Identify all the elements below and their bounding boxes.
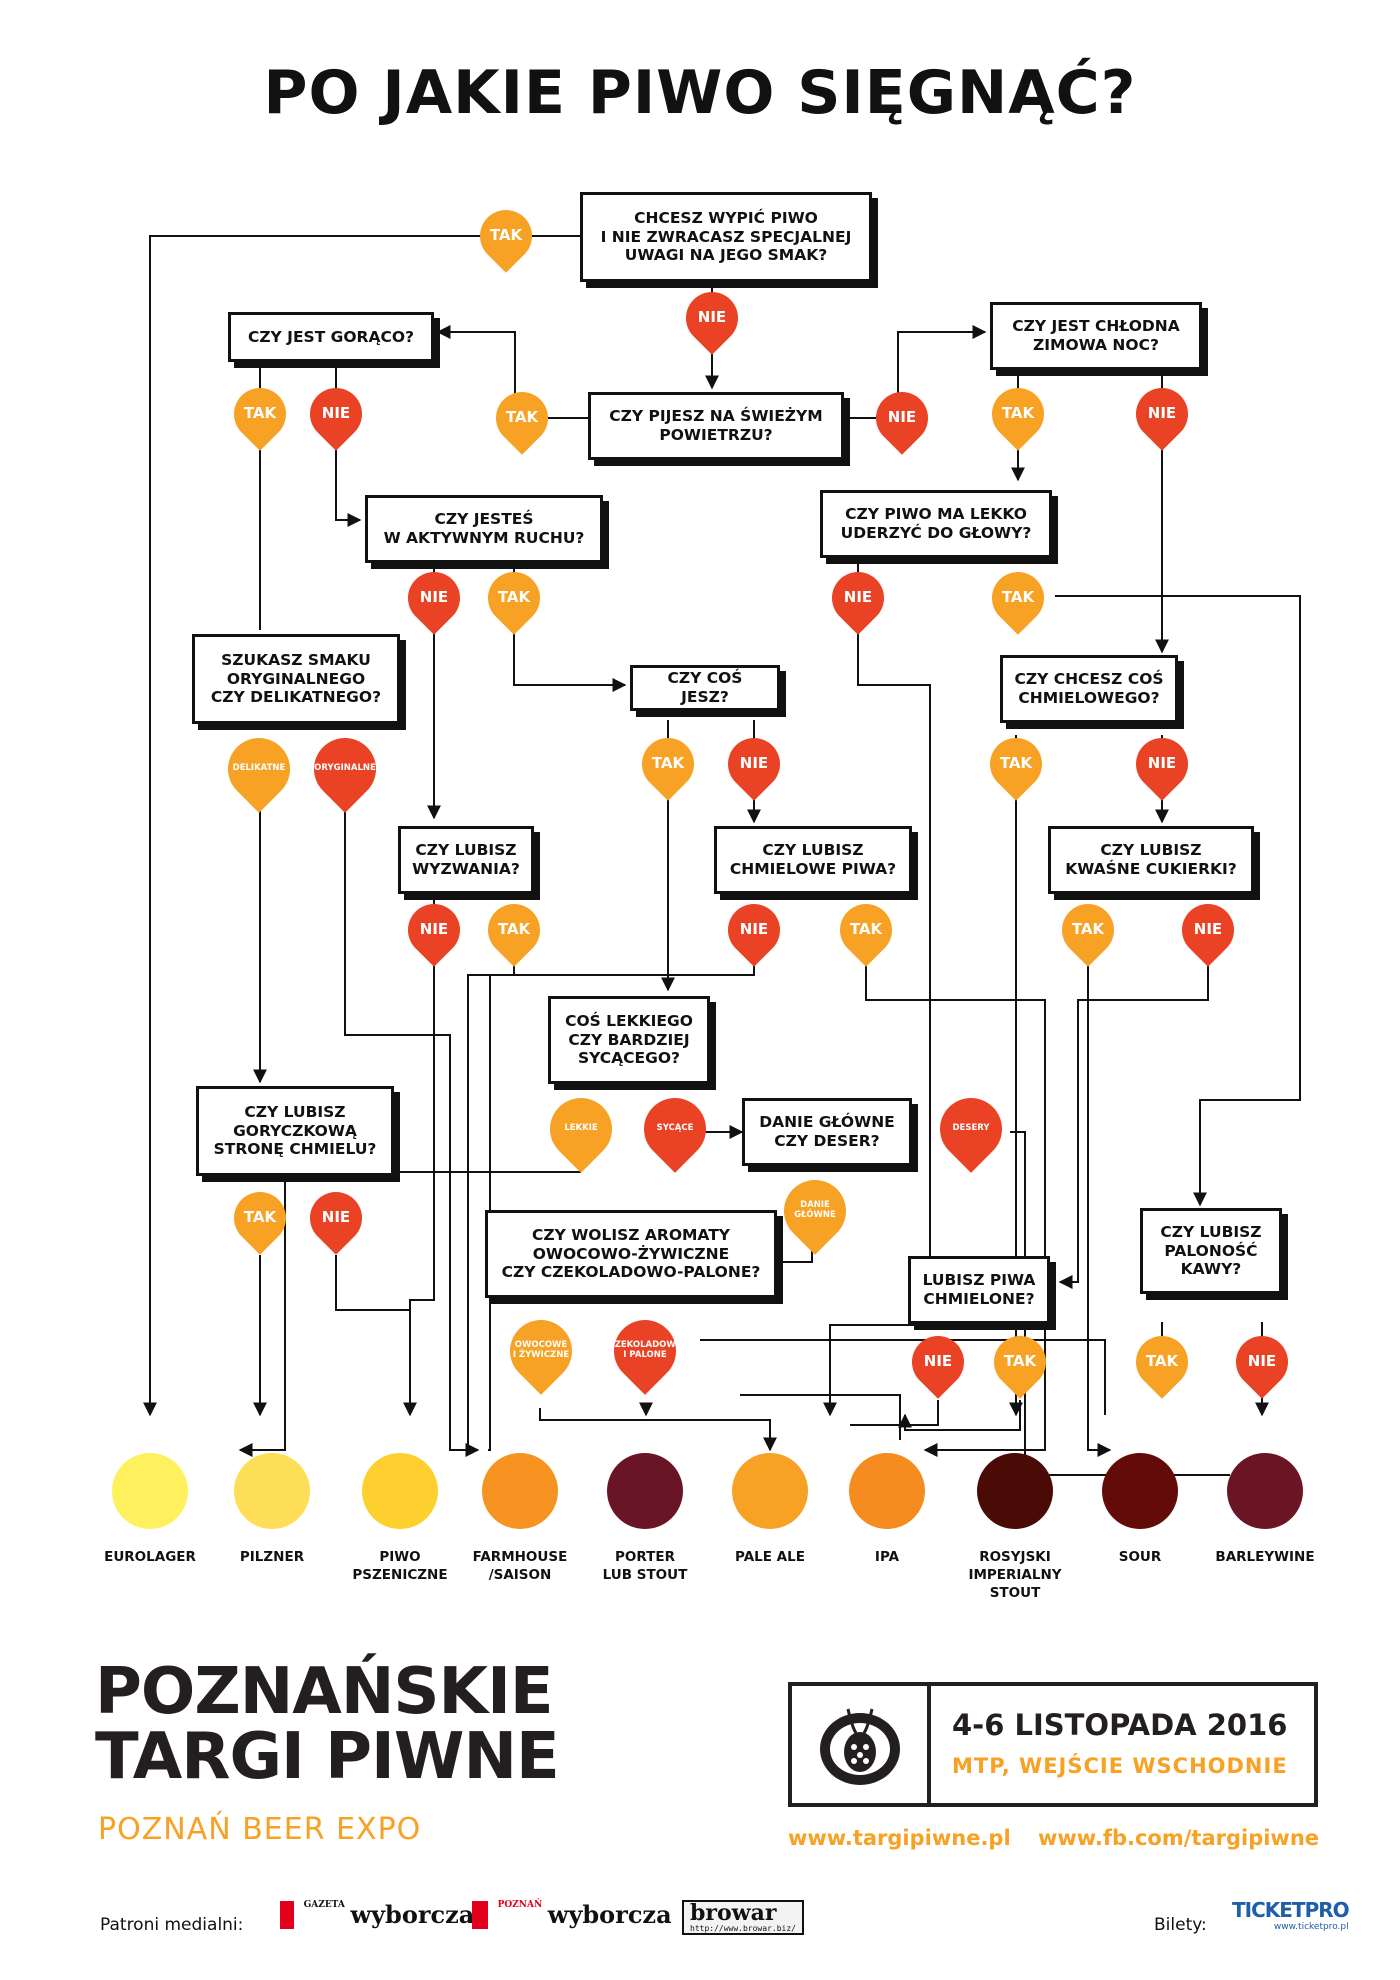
event-info-box: 4-6 LISTOPADA 2016 MTP, WEJŚCIE WSCHODNI… — [788, 1682, 1318, 1807]
question-hopped: LUBISZ PIWA CHMIELONE? — [908, 1256, 1050, 1324]
answer-tak-sour-candy: TAK — [1051, 893, 1125, 967]
answer-fruity: OWOCOWE I ŻYWICZNE — [497, 1307, 585, 1395]
answer-delicate: DELIKATNE — [215, 725, 303, 813]
beer-circle — [1227, 1453, 1303, 1529]
answer-desserts: DESERY — [927, 1085, 1015, 1173]
answer-tak-hoppy: TAK — [979, 727, 1053, 801]
question-hot: CZY JEST GORĄCO? — [228, 312, 434, 362]
beer-circle — [977, 1453, 1053, 1529]
beer-label: ROSYJSKI IMPERIALNY STOUT — [968, 1549, 1062, 1602]
event-subtitle: POZNAŃ BEER EXPO — [98, 1812, 422, 1847]
answer-chocolate: CZEKOLADOWE I PALONE — [601, 1307, 689, 1395]
expo-logo — [792, 1686, 931, 1803]
beer-circle — [1102, 1453, 1178, 1529]
answer-tak-fresh-air: TAK — [485, 381, 559, 455]
facebook-link[interactable]: www.fb.com/targipiwne — [1038, 1826, 1320, 1850]
answer-nie-hot: NIE — [299, 377, 373, 451]
answer-tak-hot: TAK — [223, 377, 297, 451]
question-light: COŚ LEKKIEGO CZY BARDZIEJ SYCĄCEGO? — [548, 996, 710, 1084]
beer-label: SOUR — [1118, 1549, 1162, 1565]
red-square-icon — [472, 1900, 488, 1929]
question-challenge: CZY LUBISZ WYZWANIA? — [398, 826, 534, 894]
answer-nie-fresh-air: NIE — [865, 381, 939, 455]
answer-tak-taste: TAK — [469, 199, 543, 273]
beer-circle — [482, 1453, 558, 1529]
beer-label: PILZNER — [239, 1549, 305, 1565]
question-bitter: CZY LUBISZ GORYCZKOWĄ STRONĘ CHMIELU? — [196, 1086, 394, 1176]
website-link[interactable]: www.targipiwne.pl — [788, 1826, 1011, 1850]
beer-label: FARMHOUSE /SAISON — [472, 1549, 568, 1584]
event-date: 4-6 LISTOPADA 2016 — [952, 1708, 1288, 1742]
question-hoppy: CZY CHCESZ COŚ CHMIELOWEGO? — [1000, 655, 1178, 723]
answer-tak-bitter: TAK — [223, 1181, 297, 1255]
answer-nie-active: NIE — [397, 561, 471, 635]
browar-logo: browar http://www.browar.biz/ — [682, 1900, 804, 1935]
answer-main-dish: DANIE GŁÓWNE — [771, 1167, 859, 1255]
answer-tak-hopped: TAK — [983, 1325, 1057, 1399]
page-title: PO JAKIE PIWO SIĘGNĄĆ? — [263, 58, 1137, 128]
answer-nie-eat: NIE — [717, 727, 791, 801]
answer-nie-coffee: NIE — [1225, 1325, 1299, 1399]
answer-light: LEKKIE — [537, 1085, 625, 1173]
beer-label: BARLEYWINE — [1215, 1549, 1315, 1565]
question-aroma: CZY WOLISZ AROMATY OWOCOWO-ŻYWICZNE CZY … — [485, 1210, 777, 1298]
answer-nie-challenge: NIE — [397, 893, 471, 967]
answer-tak-winter: TAK — [981, 377, 1055, 451]
answer-tak-eat: TAK — [631, 727, 705, 801]
event-name: POZNAŃSKIE TARGI PIWNE — [95, 1655, 560, 1795]
answer-tak-strong: TAK — [981, 561, 1055, 635]
question-coffee: CZY LUBISZ PALONOŚĆ KAWY? — [1140, 1208, 1282, 1294]
answer-tak-active: TAK — [477, 561, 551, 635]
question-strong: CZY PIWO MA LEKKO UDERZYĆ DO GŁOWY? — [820, 490, 1052, 558]
answer-nie-hoppy-beers: NIE — [717, 893, 791, 967]
beer-label: IPA — [874, 1549, 900, 1565]
beer-label: EUROLAGER — [104, 1549, 196, 1565]
question-dish: DANIE GŁÓWNE CZY DESER? — [742, 1098, 912, 1166]
beer-label: PIWO PSZENICZNE — [352, 1549, 448, 1584]
question-active: CZY JESTEŚ W AKTYWNYM RUCHU? — [365, 495, 603, 563]
poznan-wyborcza-logo: POZNAŃ wyborcza — [472, 1900, 672, 1929]
answer-nie-sour-candy: NIE — [1171, 893, 1245, 967]
answer-nie-strong: NIE — [821, 561, 895, 635]
red-square-icon — [280, 1900, 294, 1929]
question-hoppy-beers: CZY LUBISZ CHMIELOWE PIWA? — [714, 826, 912, 894]
question-sour-candy: CZY LUBISZ KWAŚNE CUKIERKI? — [1048, 826, 1254, 894]
answer-original: ORYGINALNE — [301, 725, 389, 813]
question-original: SZUKASZ SMAKU ORYGINALNEGO CZY DELIKATNE… — [192, 634, 400, 724]
beer-circle — [234, 1453, 310, 1529]
beer-circle — [607, 1453, 683, 1529]
ticketpro-logo: TICKETPRO www.ticketpro.pl — [1232, 1898, 1350, 1932]
question-taste: CHCESZ WYPIĆ PIWO I NIE ZWRACASZ SPECJAL… — [580, 192, 872, 282]
beer-circle — [732, 1453, 808, 1529]
beer-circle — [849, 1453, 925, 1529]
gazeta-wyborcza-logo: GAZETA wyborcza — [280, 1900, 474, 1929]
beer-circle — [112, 1453, 188, 1529]
answer-tak-challenge: TAK — [477, 893, 551, 967]
answer-tak-coffee: TAK — [1125, 1325, 1199, 1399]
answer-nie-hoppy: NIE — [1125, 727, 1199, 801]
beer-label: PORTER LUB STOUT — [602, 1549, 688, 1584]
question-eat: CZY COŚ JESZ? — [630, 665, 780, 711]
patrons-label: Patroni medialni: — [100, 1915, 244, 1935]
answer-nie-winter: NIE — [1125, 377, 1199, 451]
hop-insect-icon — [819, 1708, 900, 1785]
answer-nie-bitter: NIE — [299, 1181, 373, 1255]
answer-filling: SYCĄCE — [631, 1085, 719, 1173]
question-winter: CZY JEST CHŁODNA ZIMOWA NOC? — [990, 302, 1202, 370]
answer-tak-hoppy-beers: TAK — [829, 893, 903, 967]
beer-circle — [362, 1453, 438, 1529]
tickets-label: Bilety: — [1154, 1915, 1207, 1935]
beer-label: PALE ALE — [735, 1549, 805, 1565]
answer-nie-hopped: NIE — [901, 1325, 975, 1399]
question-fresh-air: CZY PIJESZ NA ŚWIEŻYM POWIETRZU? — [588, 392, 844, 460]
answer-nie-taste: NIE — [675, 281, 749, 355]
event-venue: MTP, WEJŚCIE WSCHODNIE — [952, 1754, 1288, 1778]
